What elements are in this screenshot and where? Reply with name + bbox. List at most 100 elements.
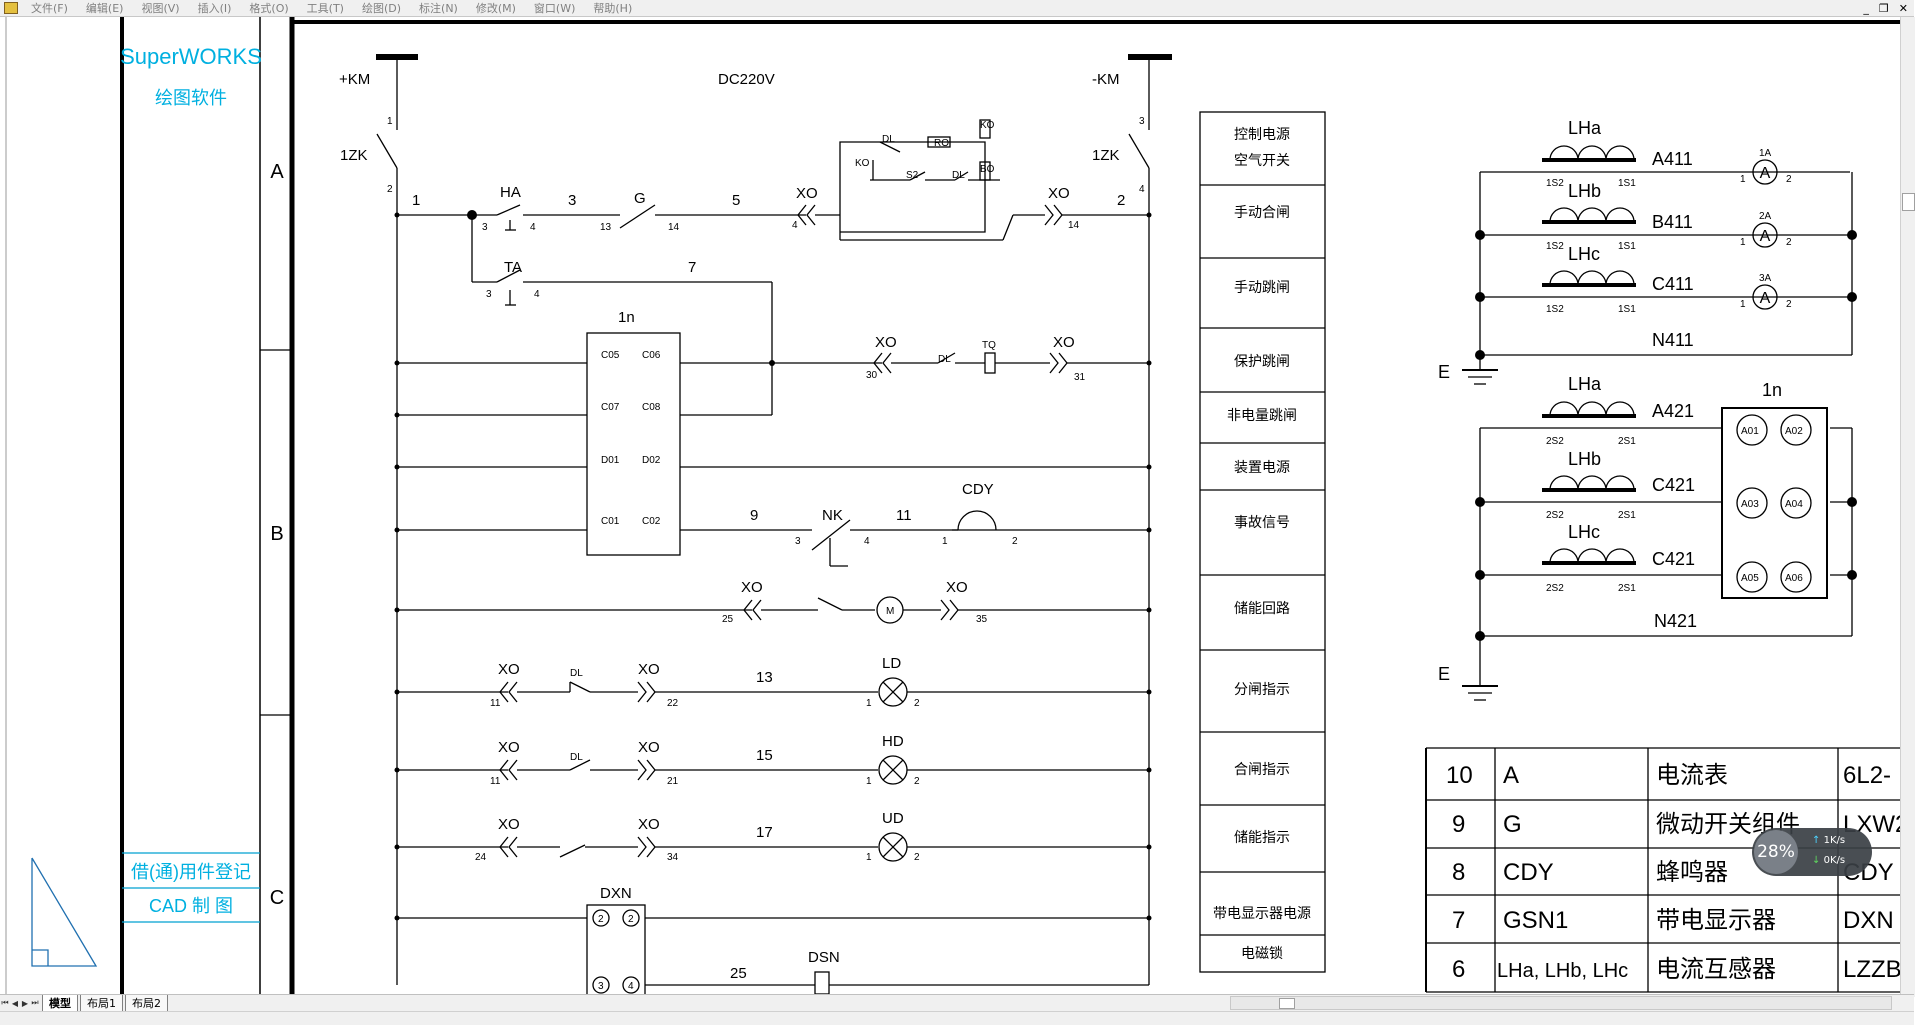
app-icon[interactable] bbox=[4, 2, 18, 14]
prot-in-a05: A05 bbox=[1741, 573, 1759, 584]
prot-pin-c06: C06 bbox=[642, 350, 661, 361]
menu-help[interactable]: 帮助(H) bbox=[593, 2, 633, 15]
ct-term: 1S2 bbox=[1546, 241, 1564, 252]
pin-xo-31: 31 bbox=[1074, 372, 1086, 383]
ct-term: 2S1 bbox=[1618, 436, 1636, 447]
download-arrow-icon: ↓ bbox=[1812, 855, 1821, 866]
menu-format[interactable]: 格式(O) bbox=[249, 2, 289, 15]
ct-term: 1S1 bbox=[1618, 178, 1636, 189]
upload-arrow-icon: ↑ bbox=[1812, 835, 1821, 846]
xo-label: XO bbox=[875, 334, 897, 351]
tab-model[interactable]: 模型 bbox=[42, 995, 78, 1011]
restore-button[interactable]: ❐ bbox=[1878, 1, 1889, 15]
pin-xo-35: 35 bbox=[976, 614, 988, 625]
menu-file[interactable]: 文件(F) bbox=[31, 2, 68, 15]
part-name: 电流互感器 bbox=[1656, 956, 1776, 983]
pin-cdy-2: 2 bbox=[1012, 536, 1018, 547]
part-code: A bbox=[1503, 762, 1519, 789]
node-13: 13 bbox=[756, 669, 773, 686]
pin-xo-11: 11 bbox=[490, 698, 501, 709]
dxn-label: DXN bbox=[600, 885, 632, 902]
breaker-label-right: 1ZK bbox=[1092, 147, 1120, 164]
pin-xo-34: 34 bbox=[667, 852, 679, 863]
hd-label: HD bbox=[882, 733, 904, 750]
ammeter-3a-label: 3A bbox=[1759, 273, 1772, 284]
func-manual-close: 手动合闸 bbox=[1234, 204, 1290, 220]
func-protect-trip: 保护跳闸 bbox=[1234, 353, 1290, 369]
ct-term: 1S1 bbox=[1618, 241, 1636, 252]
node-9: 9 bbox=[750, 507, 758, 524]
g-label: G bbox=[634, 190, 646, 207]
tq-label: TQ bbox=[982, 340, 996, 351]
part-name: 带电显示器 bbox=[1656, 907, 1776, 934]
part-code: GSN1 bbox=[1503, 907, 1568, 934]
s2-label: S2 bbox=[906, 170, 919, 181]
pin-hd-1: 1 bbox=[866, 776, 872, 787]
menu-tools[interactable]: 工具(T) bbox=[306, 2, 344, 15]
node-11: 11 bbox=[896, 507, 912, 524]
ct-lha-label: LHa bbox=[1568, 118, 1602, 138]
node-5: 5 bbox=[732, 192, 740, 209]
ta-label: TA bbox=[504, 259, 522, 276]
node-1: 1 bbox=[412, 192, 420, 209]
menu-view[interactable]: 视图(V) bbox=[141, 2, 180, 15]
bo-label: BO bbox=[980, 164, 995, 175]
pin-ta-4: 4 bbox=[534, 289, 540, 300]
ct-term: 1S2 bbox=[1546, 178, 1564, 189]
prot-label: 1n bbox=[618, 309, 635, 326]
part-name: 电流表 bbox=[1656, 762, 1728, 789]
terminal-1: 1 bbox=[387, 116, 393, 127]
ct-term: 2S1 bbox=[1618, 510, 1636, 521]
prot-pin-c08: C08 bbox=[642, 402, 661, 413]
earth-label: E bbox=[1438, 362, 1450, 382]
tab-layout2[interactable]: 布局2 bbox=[125, 995, 168, 1011]
status-bar bbox=[0, 1011, 1914, 1025]
xo-label: XO bbox=[638, 739, 660, 756]
ko-label: KO bbox=[980, 120, 995, 131]
menu-window[interactable]: 窗口(W) bbox=[533, 2, 576, 15]
hscroll-thumb[interactable] bbox=[1279, 998, 1295, 1009]
prot-in-a06: A06 bbox=[1785, 573, 1803, 584]
prot-pin-c07: C07 bbox=[601, 402, 620, 413]
drawing-canvas[interactable]: SuperWORKS 绘图软件 借(通)用件登记 CAD 制 图 A B C +… bbox=[0, 17, 1908, 996]
prot-pin-c02: C02 bbox=[642, 516, 661, 527]
first-tab-icon[interactable]: ⏮ bbox=[1, 998, 9, 1007]
func-display-power: 带电显示器电源 bbox=[1213, 905, 1311, 921]
menu-bar: 文件(F) 编辑(E) 视图(V) 插入(I) 格式(O) 工具(T) 绘图(D… bbox=[0, 0, 1914, 17]
scroll-thumb[interactable] bbox=[1902, 193, 1915, 211]
pin-dxn-3: 3 bbox=[598, 981, 604, 992]
pin-hd-2: 2 bbox=[914, 776, 920, 787]
xo-label: XO bbox=[946, 579, 968, 596]
ammeter-1a-label: 1A bbox=[1759, 148, 1772, 159]
node-3: 3 bbox=[568, 192, 576, 209]
prev-tab-icon[interactable]: ◀ bbox=[11, 998, 19, 1008]
dsn-label: DSN bbox=[808, 949, 840, 966]
last-tab-icon[interactable]: ⏭ bbox=[31, 998, 39, 1007]
horizontal-scrollbar[interactable] bbox=[1230, 996, 1892, 1010]
close-button[interactable]: ✕ bbox=[1898, 1, 1908, 15]
prot-pin-d01: D01 bbox=[601, 455, 620, 466]
download-rate: ↓ 0K/s bbox=[1812, 855, 1845, 866]
pin-g-13: 13 bbox=[600, 222, 612, 233]
ammeter-1-symbol: A bbox=[1760, 165, 1771, 182]
tab-layout1[interactable]: 布局1 bbox=[80, 995, 123, 1011]
network-speed-widget[interactable]: 28% ↑ 1K/s ↓ 0K/s bbox=[1752, 828, 1872, 876]
vertical-scrollbar[interactable] bbox=[1900, 17, 1915, 997]
ld-label: LD bbox=[882, 655, 901, 672]
pin-g-14: 14 bbox=[668, 222, 680, 233]
part-code: CDY bbox=[1503, 859, 1554, 886]
menu-insert[interactable]: 插入(I) bbox=[197, 2, 232, 15]
ct-term: 2S1 bbox=[1618, 583, 1636, 594]
func-storage-indicator: 储能指示 bbox=[1234, 829, 1290, 845]
next-tab-icon[interactable]: ▶ bbox=[21, 998, 29, 1008]
menu-draw[interactable]: 绘图(D) bbox=[361, 2, 402, 15]
upload-rate-value: 1K/s bbox=[1823, 835, 1846, 846]
xo-label: XO bbox=[741, 579, 763, 596]
ct-b411: B411 bbox=[1652, 212, 1693, 232]
minimize-button[interactable]: _ bbox=[1863, 1, 1869, 15]
nk-label: NK bbox=[822, 507, 843, 524]
pin-xo-25: 25 bbox=[722, 614, 734, 625]
menu-edit[interactable]: 编辑(E) bbox=[85, 2, 124, 15]
menu-dimension[interactable]: 标注(N) bbox=[419, 2, 458, 15]
menu-modify[interactable]: 修改(M) bbox=[475, 2, 516, 15]
